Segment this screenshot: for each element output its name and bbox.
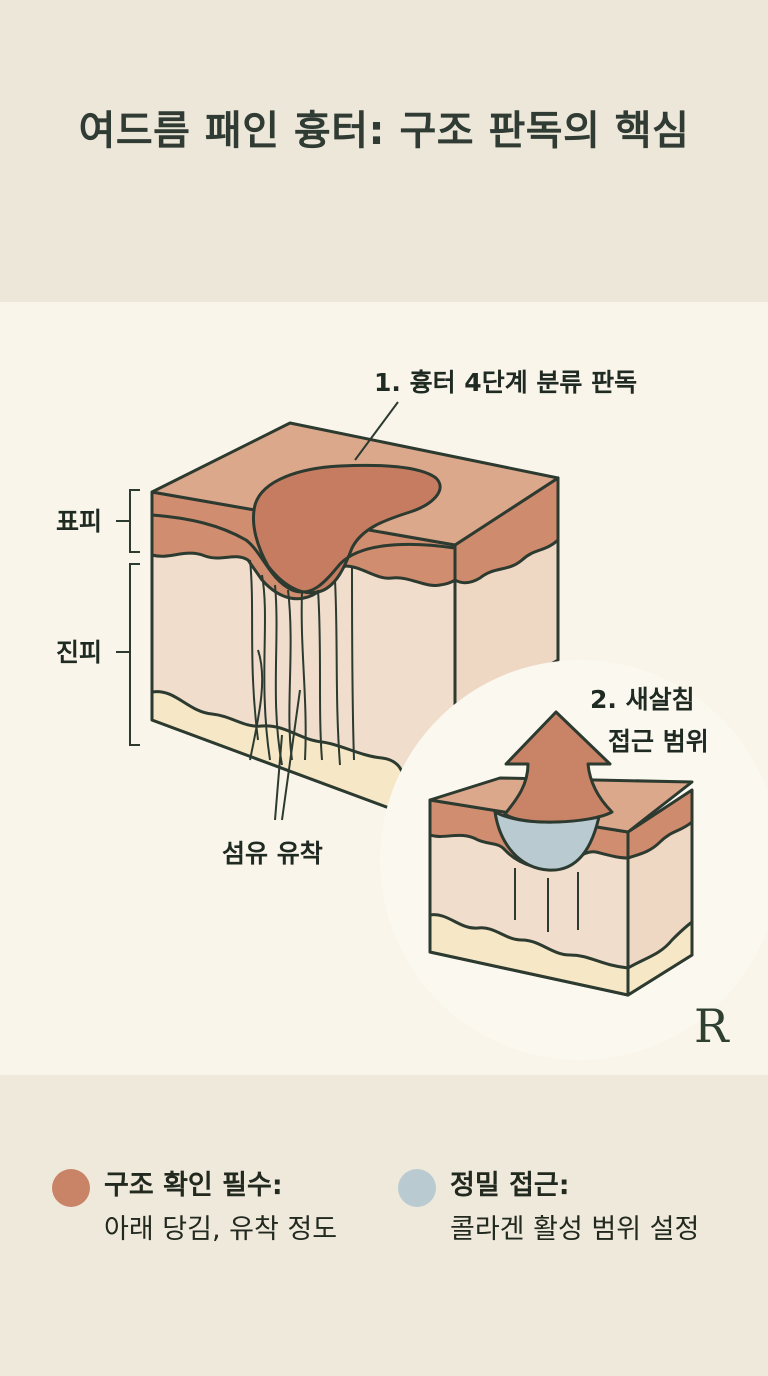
legend-title: 구조 확인 필수: <box>104 1170 283 1201</box>
skin-structure-diagram: 1. 흉터 4단계 분류 판독 표피 진피 섬유 유착 <box>56 368 768 1060</box>
small-fat-side <box>626 920 694 997</box>
large-skin-block <box>150 421 560 822</box>
new-flesh-label-line2: 접근 범위 <box>608 727 709 756</box>
small-strands <box>514 868 579 932</box>
header: 여드름 패인 흉터: 구조 판독의 핵심 <box>0 0 768 302</box>
upward-arrow-icon <box>503 710 614 824</box>
fat-layer-front <box>150 690 407 814</box>
small-epidermis-side <box>626 788 694 860</box>
legend-description: 콜라겐 활성 범위 설정 <box>450 1214 700 1245</box>
epidermis-label: 표피 <box>56 507 102 536</box>
epidermis-side <box>453 476 560 585</box>
legend: 구조 확인 필수: 아래 당김, 유착 정도 정밀 접근: 콜라겐 활성 범위 … <box>0 1075 768 1376</box>
classification-label: 1. 흉터 4단계 분류 판독 <box>374 368 637 397</box>
legend-description: 아래 당김, 유착 정도 <box>104 1214 338 1245</box>
new-flesh-label-line1: 2. 새살침 <box>590 685 695 714</box>
page-title: 여드름 패인 흉터: 구조 판독의 핵심 <box>78 108 690 154</box>
diagram-panel: 1. 흉터 4단계 분류 판독 표피 진피 섬유 유착 <box>0 302 768 1075</box>
dermal-boundary <box>151 513 456 594</box>
legend-swatch-brown <box>52 1169 90 1207</box>
legend-title: 정밀 접근: <box>450 1170 570 1201</box>
epidermis-bracket <box>116 489 140 553</box>
adhesion-pointers <box>274 689 301 821</box>
legend-swatch-blue <box>398 1169 436 1207</box>
fibrous-strands <box>249 559 355 766</box>
dermis-label: 진피 <box>56 638 102 667</box>
small-fat-layer <box>428 913 630 997</box>
classification-pointer <box>354 401 399 461</box>
brand-logo: R <box>694 999 730 1053</box>
fibrous-adhesion-label: 섬유 유착 <box>222 839 323 868</box>
dermis-bracket <box>116 563 140 746</box>
